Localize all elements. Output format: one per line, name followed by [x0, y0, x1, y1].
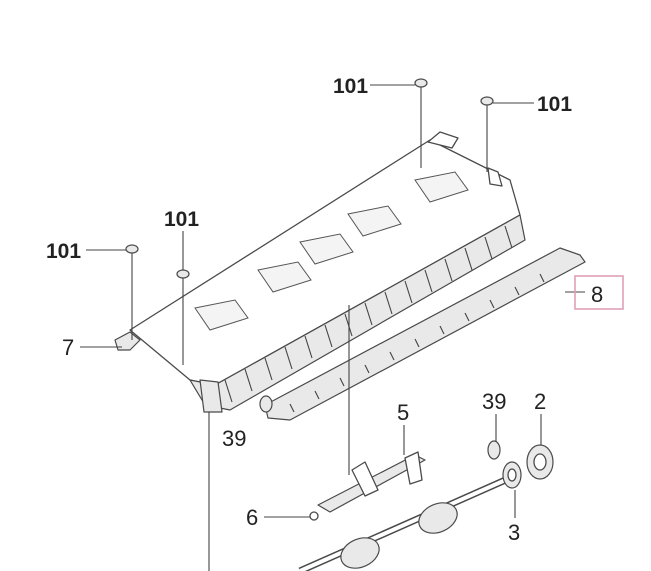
bushing-right [487, 440, 501, 460]
screw-top-right [480, 96, 494, 118]
callout-labels: 101 101 101 101 7 8 39 5 39 2 6 3 [46, 75, 624, 545]
label-screw-left-upper: 101 [164, 208, 199, 231]
bearing [502, 461, 522, 489]
bushing-left [259, 395, 273, 413]
assembly-lines [131, 100, 488, 571]
label-bracket-left: 7 [62, 335, 74, 360]
highlight-box-guide-plate [574, 275, 624, 310]
label-bushing-right: 39 [482, 389, 506, 414]
label-bushing-left: 39 [222, 426, 246, 451]
label-screw-left: 101 [46, 240, 81, 263]
screw-top-center [414, 78, 428, 100]
guide-plate-teeth [289, 273, 545, 413]
label-screw-top-center: 101 [333, 75, 368, 98]
label-gear: 2 [534, 389, 546, 414]
screw-left-upper [176, 269, 190, 291]
pin [309, 511, 319, 521]
screw-left [125, 244, 139, 266]
label-lever: 5 [397, 400, 409, 425]
front-slats [224, 225, 513, 403]
bracket-left [114, 331, 141, 351]
guide-plate [264, 247, 586, 421]
roller-shaft [298, 474, 512, 571]
label-pin: 6 [246, 505, 258, 530]
label-screw-top-right: 101 [537, 93, 572, 116]
upper-guide-frame [129, 131, 526, 413]
label-bearing: 3 [508, 520, 520, 545]
gear [526, 444, 554, 480]
label-guide-plate: 8 [591, 282, 603, 307]
lever [317, 451, 426, 513]
